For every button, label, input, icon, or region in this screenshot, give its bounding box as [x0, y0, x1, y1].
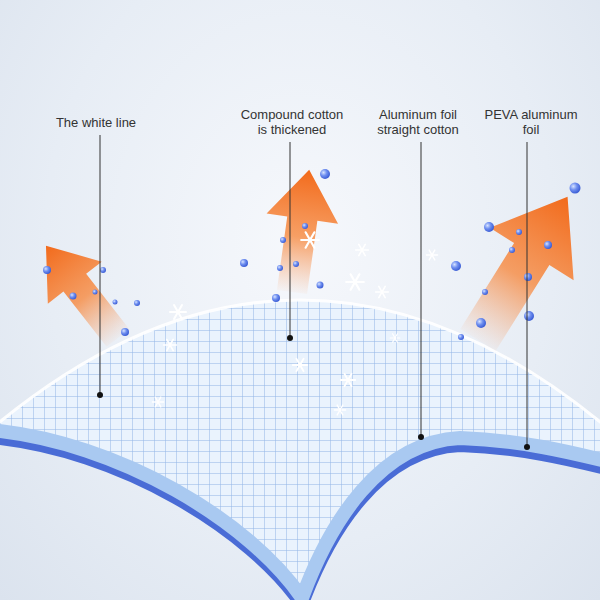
part-label: The white line: [31, 115, 161, 130]
leader-line: [290, 142, 291, 338]
leader-dot: [97, 392, 103, 398]
part-label: PEVA aluminum foil: [479, 107, 583, 137]
leader-line: [100, 135, 101, 395]
part-label: Compound cotton is thickened: [236, 107, 348, 137]
leader-line: [421, 142, 422, 437]
leader-dot: [287, 335, 293, 341]
leader-dot: [524, 444, 530, 450]
leader-line: [527, 142, 528, 447]
leader-dot: [418, 434, 424, 440]
part-label: Aluminum foil straight cotton: [364, 107, 472, 137]
